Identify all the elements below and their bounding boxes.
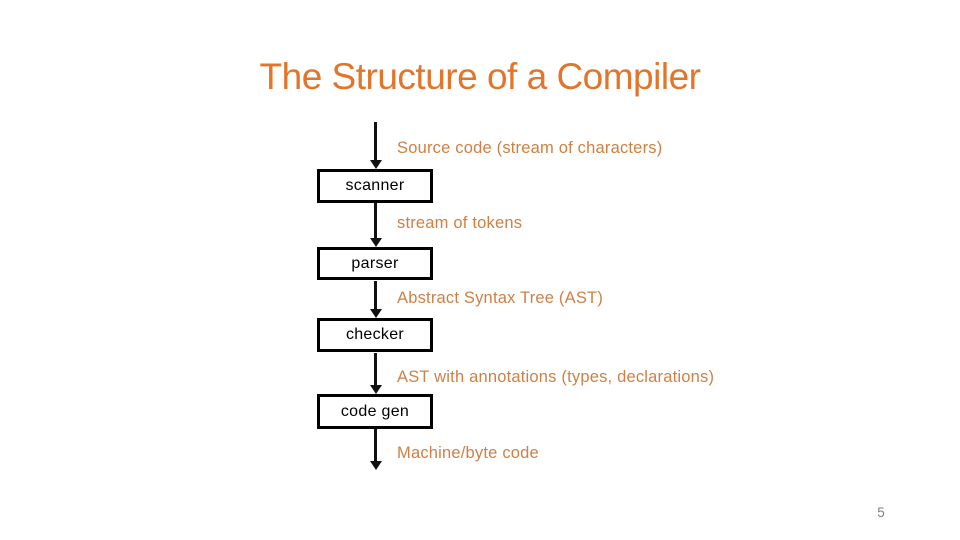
stage-box-parser: parser — [317, 247, 433, 280]
stage-box-label: code gen — [340, 402, 410, 420]
stage-box-checker: checker — [317, 318, 433, 352]
arrow-shaft — [374, 281, 377, 309]
stage-box-label: scanner — [345, 177, 405, 194]
flow-label-machine-byte-code: Machine/byte code — [397, 444, 539, 462]
flow-label-ast-with-annotations: AST with annotations (types, declaration… — [397, 368, 715, 386]
page-number: 5 — [877, 505, 885, 520]
stage-box-code-gen: code gen — [317, 394, 433, 429]
arrow-head — [369, 461, 382, 470]
down-arrow-icon — [369, 281, 382, 318]
flow-label-source-code: Source code (stream of characters) — [397, 139, 663, 157]
down-arrow-icon — [369, 429, 382, 470]
arrow-shaft — [374, 429, 377, 461]
flow-label-abstract-syntax-tree: Abstract Syntax Tree (AST) — [397, 289, 604, 307]
down-arrow-icon — [369, 353, 382, 394]
slide-title: The Structure of a Compiler — [259, 56, 701, 97]
down-arrow-icon — [369, 122, 382, 169]
arrow-shaft — [374, 353, 377, 385]
stage-box-label: parser — [351, 254, 399, 272]
flow-label-stream-of-tokens: stream of tokens — [397, 214, 523, 232]
arrow-head — [369, 385, 382, 394]
down-arrow-icon — [369, 203, 382, 247]
arrow-shaft — [374, 122, 377, 160]
stage-box-scanner: scanner — [317, 169, 433, 203]
arrow-head — [369, 238, 382, 247]
arrow-head — [369, 160, 382, 169]
arrow-head — [369, 309, 382, 318]
arrow-shaft — [374, 203, 377, 238]
stage-box-label: checker — [345, 326, 405, 343]
